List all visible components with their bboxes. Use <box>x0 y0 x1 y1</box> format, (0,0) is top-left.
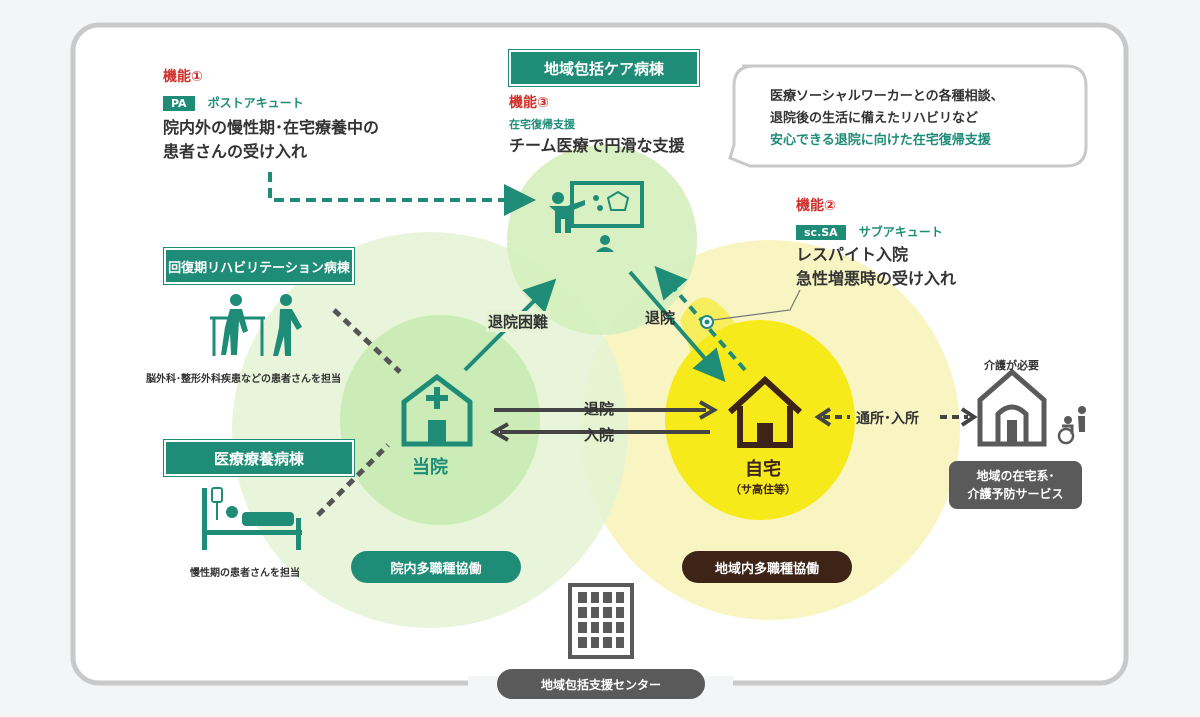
callout-line-1: 医療ソーシャルワーカーとの各種相談、 <box>770 89 1004 104</box>
sub-acute-line-1: レスパイト入院 <box>796 245 909 264</box>
difficult-discharge-label: 退院困難 <box>486 311 551 332</box>
sub-acute-row: sc.SA サブアキュート <box>796 221 943 240</box>
post-acute-line-1: 院内外の慢性期･在宅療養中の <box>163 118 380 137</box>
team-care-text: チーム医療で円滑な支援 <box>509 136 685 155</box>
medical-care-ward-title: 医療療養病棟 <box>163 439 355 477</box>
team-presentation-icon <box>549 181 644 252</box>
hospital-label: 当院 <box>412 457 448 478</box>
care-services-line-1: 地域の在宅系･ <box>976 469 1055 483</box>
patient-bed-icon <box>202 487 302 550</box>
sub-acute-description: レスパイト入院 急性増悪時の受け入れ <box>796 243 956 291</box>
hospital-icon <box>401 373 473 447</box>
care-facility-icon <box>977 368 1047 447</box>
care-note: 慢性期の患者さんを担当 <box>190 568 300 579</box>
function-3-label: 機能③ <box>509 95 549 111</box>
discharge-to-home-arrow <box>628 270 726 383</box>
home-label: 自宅 <box>745 459 781 480</box>
discharge-right-label: 退院 <box>584 400 615 418</box>
callout-bubble <box>728 64 1088 168</box>
function-1-label: 機能① <box>163 69 203 85</box>
post-acute-text: ポストアキュート <box>207 96 304 110</box>
discharge-top-label: 退院 <box>645 309 676 327</box>
care-connector <box>316 443 390 517</box>
community-care-ward-title: 地域包括ケア病棟 <box>508 49 700 87</box>
post-acute-line-2: 患者さんの受け入れ <box>163 142 308 161</box>
home-sub-label: （サ高住等） <box>730 483 796 496</box>
care-services-line-2: 介護予防サービス <box>967 487 1064 501</box>
admission-label: 入院 <box>584 426 615 444</box>
callout-line-2: 退院後の生活に備えたリハビリなど <box>770 111 979 126</box>
home-icon <box>727 375 803 448</box>
rehab-walking-icon <box>210 294 302 356</box>
outer-collaboration-pill: 地域内多職種協働 <box>682 551 852 583</box>
post-acute-description: 院内外の慢性期･在宅療養中の 患者さんの受け入れ <box>163 116 379 164</box>
day-service-label: 通所･入所 <box>856 411 919 427</box>
home-return-support-label: 在宅復帰支援 <box>509 118 575 131</box>
pa-dashed-arrow <box>268 172 536 216</box>
building-windows <box>578 592 624 648</box>
rehab-note: 脳外科･整形外科疾患などの患者さんを担当 <box>146 374 341 385</box>
office-building-icon <box>568 583 634 659</box>
wheelchair-icon <box>1057 406 1086 445</box>
care-needed-label: 介護が必要 <box>984 359 1039 372</box>
care-services-box: 地域の在宅系･ 介護予防サービス <box>949 461 1082 509</box>
post-acute-row: PA ポストアキュート <box>163 92 304 111</box>
regional-support-center-pill: 地域包括支援センター <box>497 669 705 699</box>
sa-badge: sc.SA <box>796 225 846 240</box>
function-2-label: 機能② <box>796 198 836 214</box>
callout-text: 医療ソーシャルワーカーとの各種相談、 退院後の生活に備えたリハビリなど 安心でき… <box>770 86 1004 152</box>
inner-collaboration-pill: 院内多職種協働 <box>351 551 521 583</box>
rehab-ward-title: 回復期リハビリテーション病棟 <box>163 247 355 285</box>
sub-acute-text: サブアキュート <box>858 225 943 239</box>
sub-acute-line-2: 急性増悪時の受け入れ <box>796 269 957 288</box>
callout-line-3: 安心できる退院に向けた在宅復帰支援 <box>770 133 991 148</box>
pa-badge: PA <box>163 96 195 111</box>
rehab-connector <box>332 308 402 374</box>
